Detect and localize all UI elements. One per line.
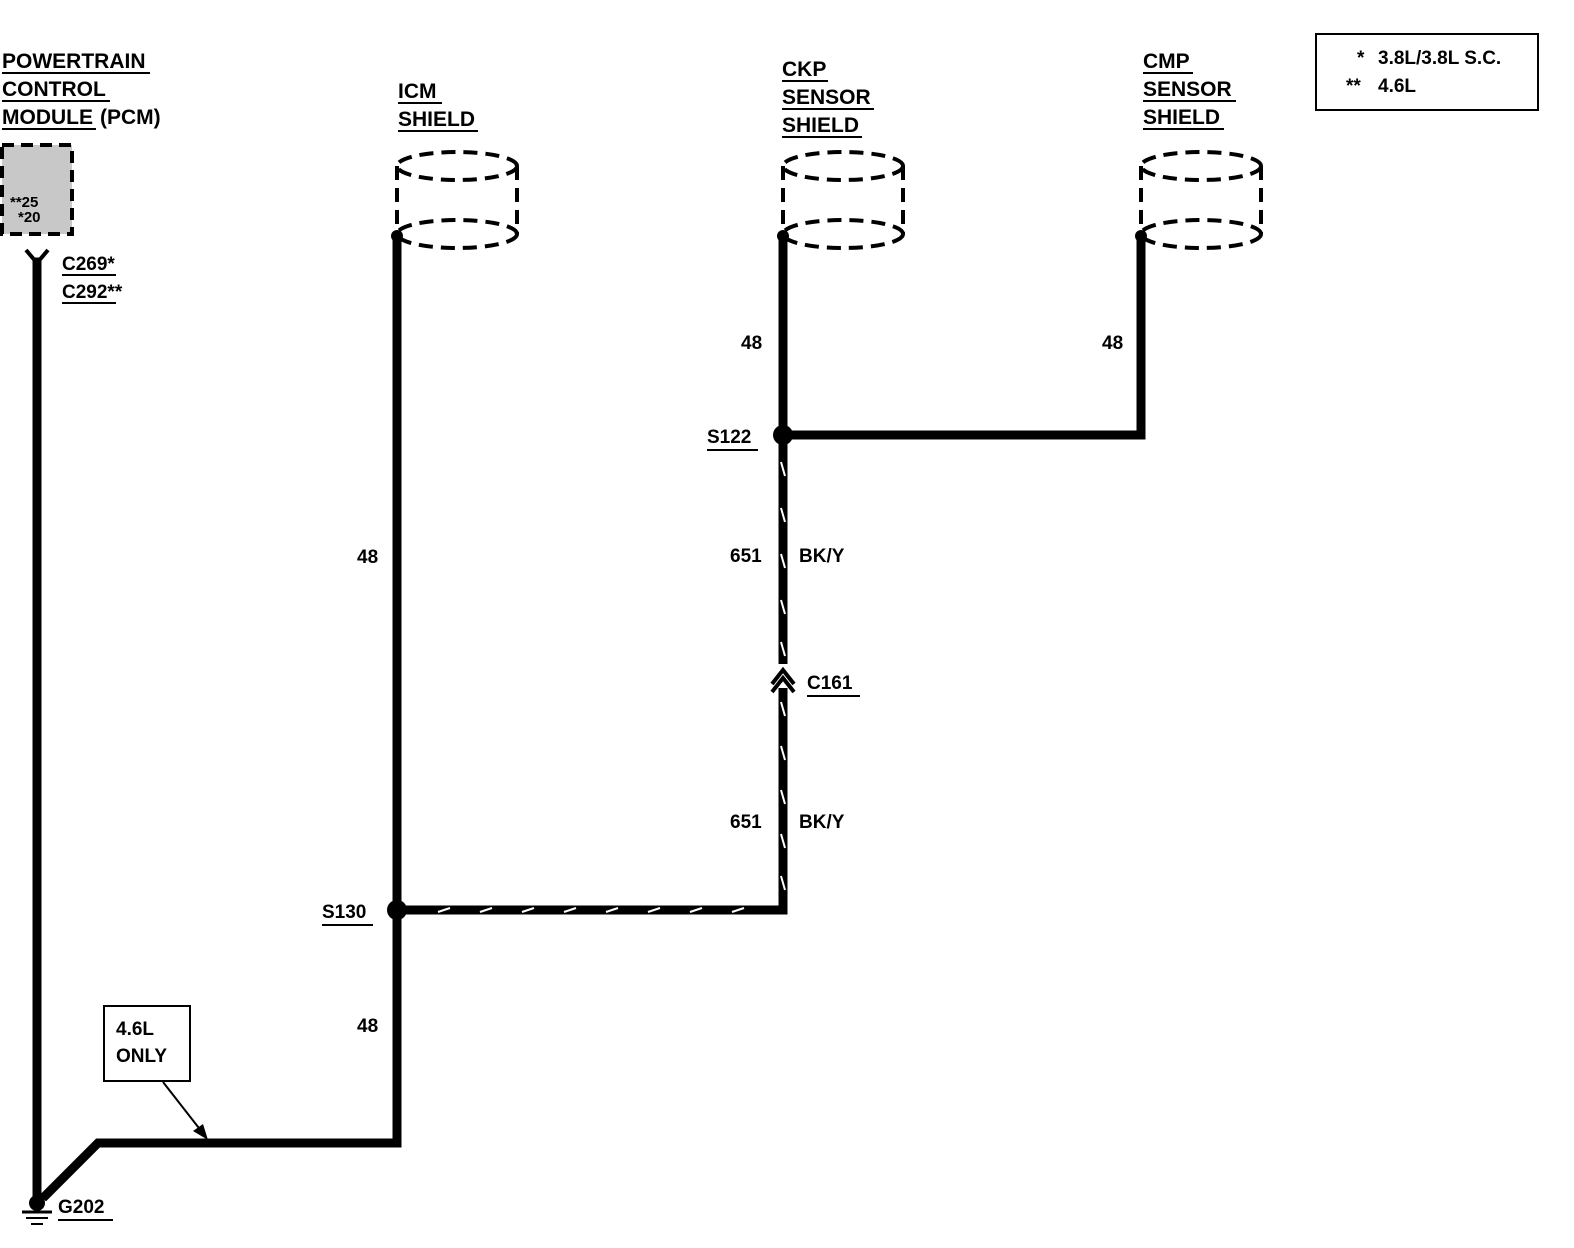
splice-s122-label: S122 <box>707 427 751 448</box>
circuit-cmp: 48 <box>1102 333 1123 354</box>
wire-color-upper: BK/Y <box>799 546 845 567</box>
ckp-label-line-1: CKP <box>782 58 826 81</box>
pcm-pin-25: **25 <box>10 194 38 211</box>
ground-g202-label: G202 <box>58 1197 104 1218</box>
connector-c292: C292** <box>62 282 123 303</box>
circuit-ckp: 48 <box>741 333 762 354</box>
circuit-icm-lower: 48 <box>357 1016 378 1037</box>
icm-shield-label: ICM SHIELD <box>398 80 478 132</box>
icm-drain-wire <box>39 235 402 1202</box>
ckp-shield-symbol <box>777 150 905 250</box>
connector-c161-label: C161 <box>807 673 853 694</box>
ckp-label-line-3: SHIELD <box>782 114 859 137</box>
cmp-shield-label: CMP SENSOR SHIELD <box>1143 50 1236 130</box>
note-line-2: ONLY <box>116 1046 167 1067</box>
splice-s130-dot <box>387 900 407 920</box>
icm-shield-symbol <box>391 150 519 250</box>
wire-color-lower: BK/Y <box>799 812 845 833</box>
legend-box: * 3.8L/3.8L S.C. ** 4.6L <box>1315 33 1539 111</box>
legend-marker-1: * <box>1357 48 1365 69</box>
cmp-label-line-2: SENSOR <box>1143 78 1232 101</box>
cmp-shield-symbol <box>1135 150 1263 250</box>
note-arrow <box>162 1081 208 1140</box>
connector-c161-symbol <box>770 664 796 694</box>
ckp-label-line-2: SENSOR <box>782 86 871 109</box>
circuit-icm-upper: 48 <box>357 547 378 568</box>
icm-label-line-1: ICM <box>398 80 437 103</box>
pcm-title-line-2: CONTROL <box>2 78 106 101</box>
pcm-title-line-1: POWERTRAIN <box>2 50 146 73</box>
pcm-title: POWERTRAIN CONTROL MODULE (PCM) <box>2 50 161 130</box>
splice-s130-label: S130 <box>322 902 366 923</box>
pcm-module-box: **25 *20 <box>0 143 74 236</box>
circuit-651-lower: 651 <box>730 812 762 833</box>
legend-marker-2: ** <box>1346 76 1361 97</box>
icm-label-line-2: SHIELD <box>398 108 475 131</box>
pcm-title-line-3: MODULE <box>2 106 93 129</box>
bky-wire-651 <box>392 430 788 915</box>
cmp-label-line-3: SHIELD <box>1143 106 1220 129</box>
legend-text-2: 4.6L <box>1378 76 1416 97</box>
ground-symbol <box>22 1195 52 1225</box>
pcm-pin-20: *20 <box>18 209 41 226</box>
connector-c269: C269* <box>62 254 115 275</box>
note-line-1: 4.6L <box>116 1019 154 1040</box>
note-box: 4.6L ONLY <box>103 1005 191 1082</box>
cmp-drain-wire <box>778 235 1146 440</box>
ckp-shield-label: CKP SENSOR SHIELD <box>782 58 874 138</box>
legend-text-1: 3.8L/3.8L S.C. <box>1378 48 1501 69</box>
splice-s122-dot <box>773 425 793 445</box>
cmp-label-line-1: CMP <box>1143 50 1190 73</box>
bky-stripe-marks <box>437 461 786 913</box>
circuit-651-upper: 651 <box>730 546 762 567</box>
pcm-title-suffix: (PCM) <box>100 106 161 129</box>
